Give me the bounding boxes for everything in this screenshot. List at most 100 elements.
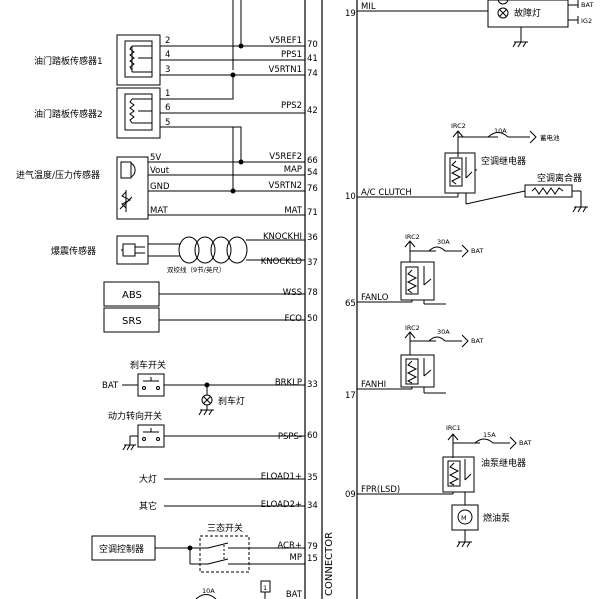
ecu-signal-label: MIL [361, 2, 376, 12]
ecu-signal-label: FPR(LSD) [361, 485, 400, 495]
sub-pin: 6 [165, 103, 170, 113]
ecu-pin-number: 60 [307, 431, 318, 441]
ecu-pin-number: 41 [307, 54, 318, 64]
fanlo-bat: BAT [471, 247, 483, 255]
wire-s2-pin5 [160, 126, 242, 162]
ecu-signal-label: FANLO [361, 293, 389, 303]
tri-switch-label: 三态开关 [207, 522, 243, 534]
ecu-signal-label: ELOAD2+ [261, 500, 302, 510]
fuel-pump-icon [457, 509, 473, 525]
ecu-pin-number: 54 [307, 168, 318, 178]
intake-term-gnd: GND [150, 182, 170, 192]
sub-pin: 1 [165, 89, 170, 99]
ecu-pin-number: 74 [307, 69, 318, 79]
ecu-pin-number: 79 [307, 542, 318, 552]
ecu-signal-label: MAT [284, 206, 302, 216]
headlight-label: 大灯 [139, 473, 157, 485]
ecu-pin-number: 15 [307, 554, 318, 564]
fuel-pump-relay-block: IRC1 15A BAT 油泵继电器 M 燃油泵 [442, 424, 531, 548]
fault-lamp-icon [497, 7, 509, 19]
ecu-signal-label: A/C CLUTCH [361, 188, 412, 198]
fanhi-fuse-label: 30A [437, 328, 450, 336]
brake-switch-label: 刹车开关 [130, 359, 166, 371]
intake-term-5v: 5V [150, 153, 161, 163]
fanlo-fuse-label: 30A [437, 238, 450, 246]
ecu-pin-number: 71 [307, 208, 318, 218]
ecu-signal-label: V5RTN1 [269, 65, 302, 75]
ecu-pin-number: 09 [345, 490, 356, 500]
intake-term-vout: Vout [150, 166, 170, 176]
knock-sensor: 爆震传感器 [51, 235, 149, 265]
accel-sensor-2: 油门踏板传感器2 1 6 5 [34, 87, 170, 139]
fanlo-relay-block: IRC2 30A BAT [400, 233, 483, 305]
ecu-pin-number: 76 [307, 184, 318, 194]
junction-dot [238, 43, 244, 49]
ecu-signal-label: FCO [284, 314, 302, 324]
sub-pin: 3 [165, 65, 170, 75]
fuel-bat: BAT [519, 439, 531, 447]
ecu-signal-label: KNOCKHI [263, 232, 302, 242]
fuel-relay-label: 油泵继电器 [481, 457, 526, 469]
junction-dot [238, 159, 244, 165]
intake-sensor-label: 进气温度/压力传感器 [16, 169, 100, 181]
fault-lamp-label: 故障灯 [514, 7, 541, 19]
ecu-signal-label: PPS1 [281, 50, 302, 60]
bat-label: BAT [102, 381, 119, 391]
ac-clutch-label: 空调离合器 [537, 172, 582, 184]
bottom-fuse [195, 594, 217, 599]
ac-fuse-label: 10A [494, 127, 507, 135]
ecu-signal-label: PSPS- [278, 432, 302, 442]
ecu-signal-label: V5REF2 [269, 152, 302, 162]
abs-label: ABS [122, 290, 142, 301]
ecu-pin-number: 35 [307, 473, 318, 483]
ecu-signal-label: ACR+ [277, 541, 302, 551]
ecu-pin-number: 33 [307, 380, 318, 390]
brake-switch: 刹车开关 BAT 刹车灯 [102, 359, 305, 416]
ecu-signal-label: PPS2 [281, 101, 302, 111]
accel-sensor-1-label: 油门踏板传感器1 [34, 55, 103, 67]
motor-symbol: M [461, 514, 467, 522]
ecu-pin-number: 19 [345, 9, 356, 19]
fuel-fuse-label: 15A [483, 431, 496, 439]
knock-sensor-label: 爆震传感器 [51, 245, 96, 257]
irc1-label: IRC1 [446, 424, 461, 432]
fanhi-relay-block: IRC2 30A BAT [400, 324, 483, 394]
ecu-signal-label: V5REF1 [269, 36, 302, 46]
ac-relay-block: IRC2 10A 蓄电池 空调继电器 空调离合器 [444, 122, 588, 213]
connector-label: CONNECTOR [324, 532, 335, 596]
ac-controller-label: 空调控制器 [99, 543, 144, 555]
sub-pin: 4 [165, 50, 170, 60]
fault-lamp-ig2: IG2 [581, 17, 592, 25]
junction-dot [230, 188, 236, 194]
ps-switch: 动力转向开关 [108, 410, 305, 451]
ecu-signal-label: V5RTN2 [269, 181, 302, 191]
ecu-pin-number: 70 [307, 40, 318, 50]
ecu-signal-label: WSS [283, 288, 302, 298]
tri-state-switch: 三态开关 [187, 522, 305, 573]
sub-pin: 5 [165, 118, 170, 128]
wire-s2-pin1 [160, 75, 234, 100]
bottom-box-label: 1 [263, 584, 267, 592]
ecu-signal-label: ELOAD1+ [261, 472, 302, 482]
fault-lamp-module: 故障灯 BAT IG2 [487, 0, 593, 48]
fault-lamp-bat: BAT [581, 1, 593, 9]
ecu-pin-number: 65 [345, 299, 356, 309]
ecu-pin-number: 10 [345, 192, 356, 202]
battery-label: 蓄电池 [540, 133, 560, 142]
ecu-signal-label: BAT [286, 590, 303, 599]
irc2-label: IRC2 [405, 233, 420, 241]
ecu-signal-label: MAP [284, 165, 302, 175]
ecu-signal-label: KNOCKLO [261, 257, 303, 267]
ecu-signal-label: FANHI [361, 380, 386, 390]
irc2-label: IRC2 [451, 122, 466, 130]
other-label: 其它 [139, 500, 157, 512]
twisted-pair: 双绞线（9节/英尺） [148, 236, 305, 274]
irc2-label: IRC2 [405, 324, 420, 332]
ps-switch-label: 动力转向开关 [108, 410, 162, 422]
srs-label: SRS [122, 316, 142, 327]
fuel-pump-label: 燃油泵 [483, 512, 510, 524]
brake-light-label: 刹车灯 [218, 395, 245, 407]
